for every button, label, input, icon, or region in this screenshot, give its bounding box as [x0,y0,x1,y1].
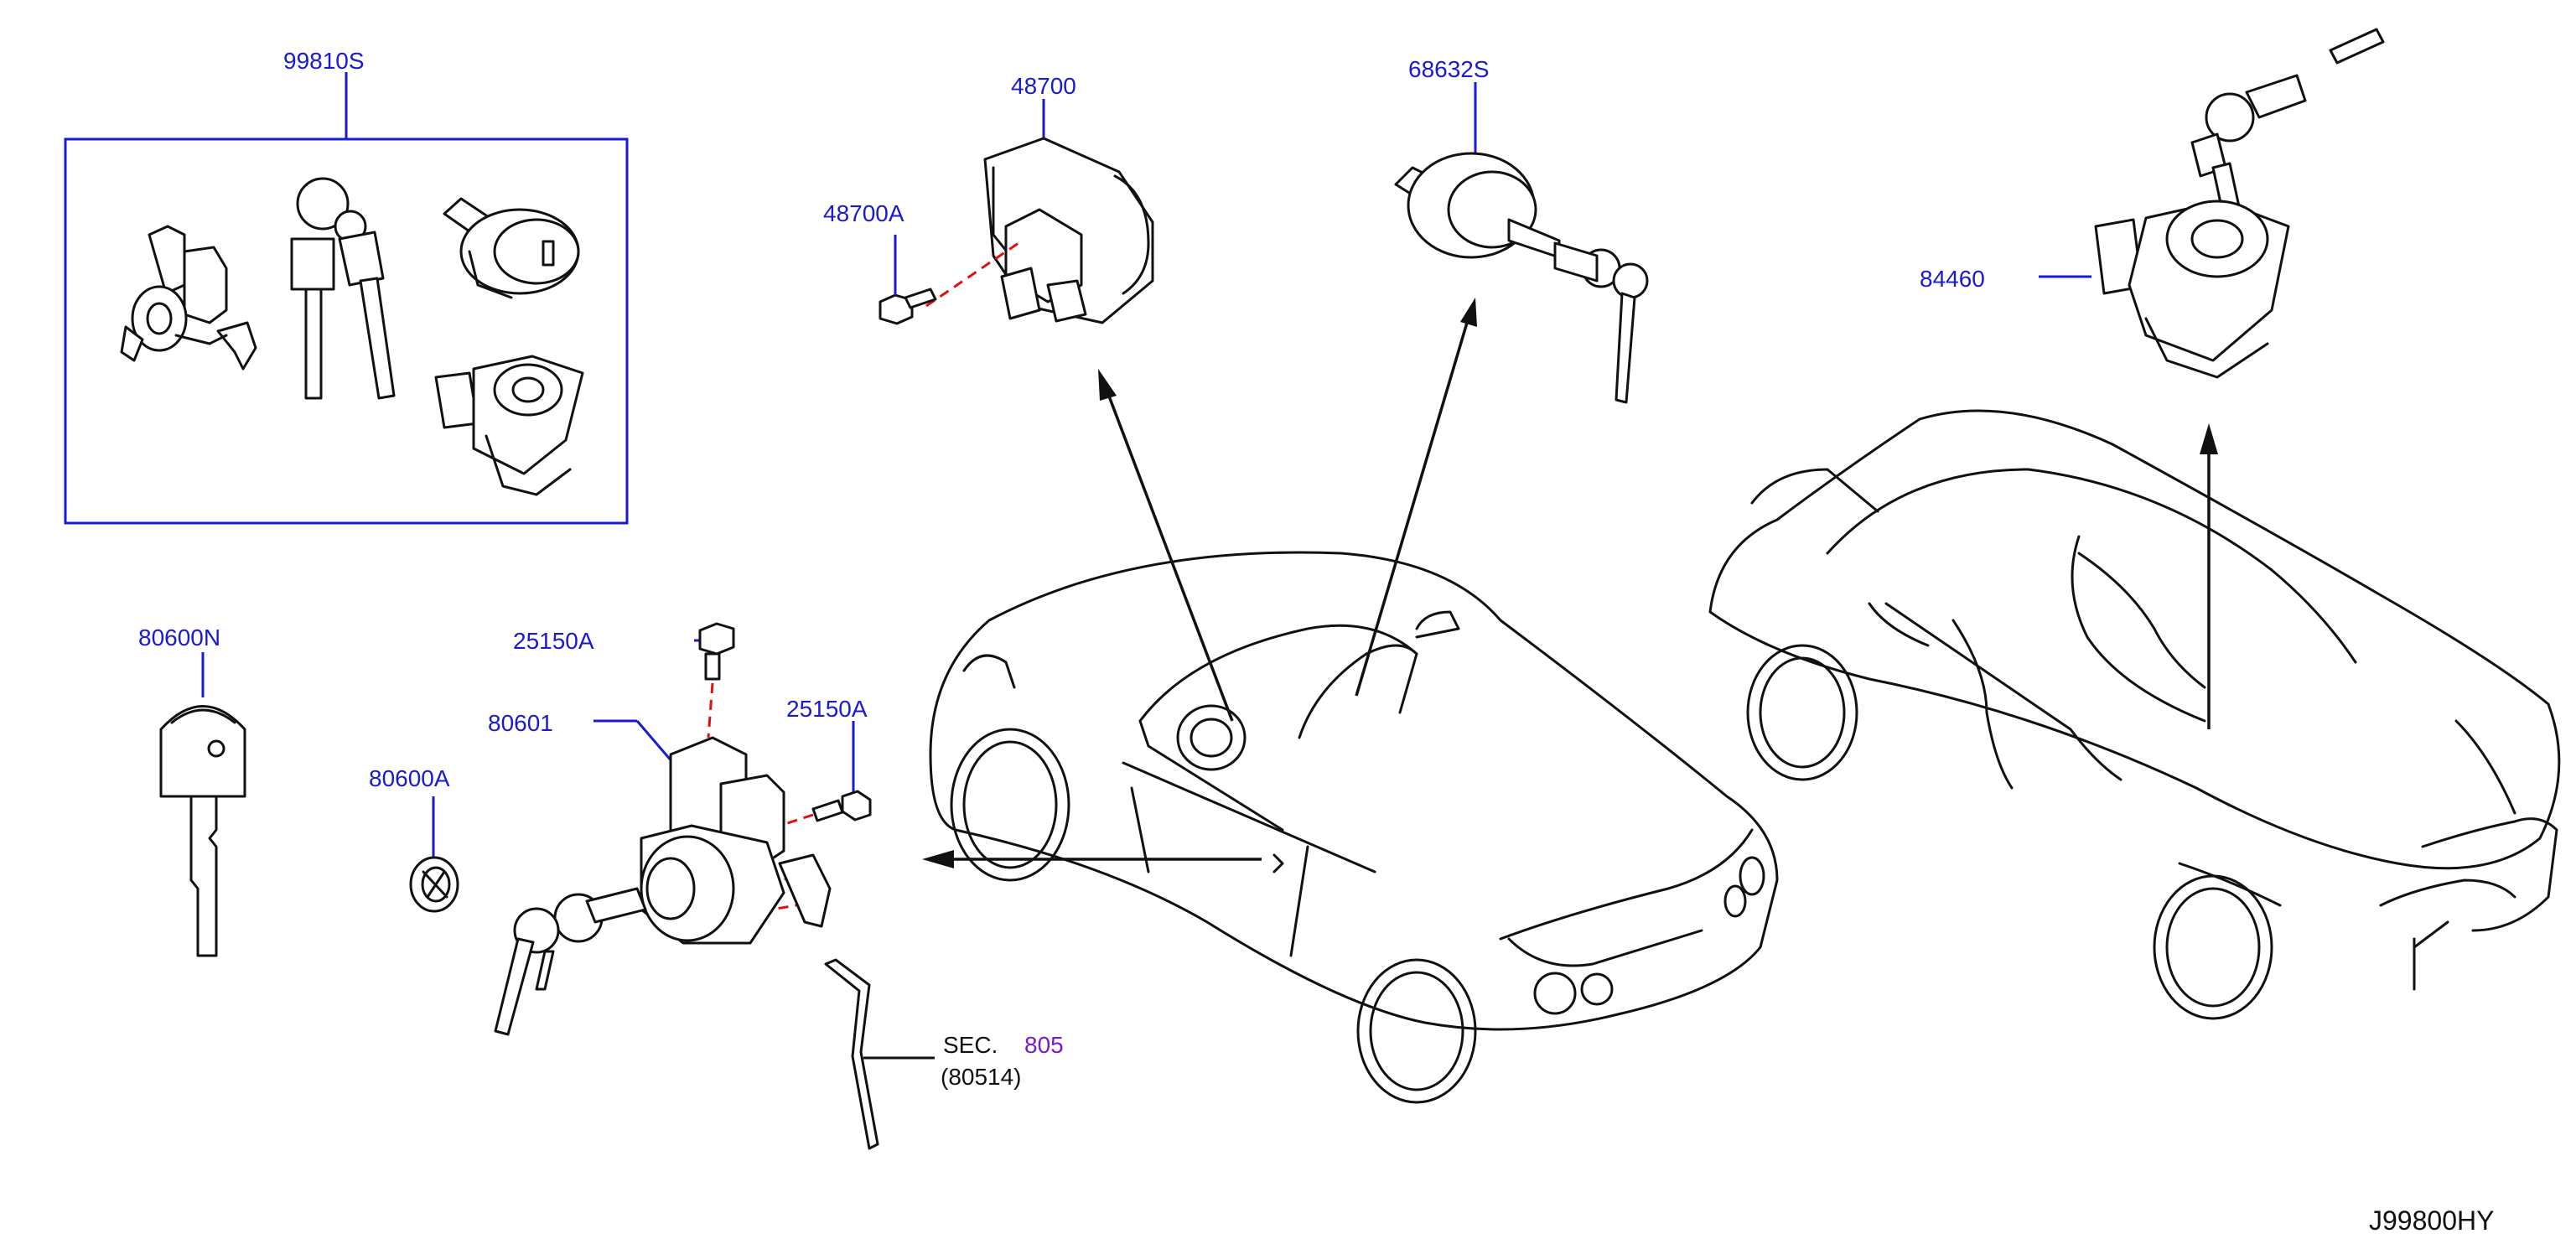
dashed-guide-right-bolt [779,813,814,827]
label-80601[interactable]: 80601 [488,710,553,736]
door-lock-assembly-icon [494,736,832,1036]
dashed-guide-48700 [925,241,1019,308]
rod-icon [824,958,879,1150]
key-80600n-group: 80600N [138,625,246,957]
label-80600a[interactable]: 80600A [369,765,450,791]
key-icon [159,705,246,957]
dashed-guide-top-bolt [707,682,714,739]
label-48700a[interactable]: 48700A [823,200,904,226]
kit-cylinder-icon [443,197,580,299]
label-25150a-right[interactable]: 25150A [786,696,868,722]
arrowhead-84460 [2200,423,2218,454]
bolt-25150a-right-icon [811,790,872,822]
label-sec-prefix: SEC. [943,1032,998,1058]
diagram-code: J99800HY [2369,1205,2494,1236]
kit-door-lock-icon [120,225,257,371]
link-sec-805[interactable]: 805 [1024,1032,1064,1058]
arrowhead-68632s [1460,298,1477,327]
callout-arrows [922,298,2218,868]
label-48700[interactable]: 48700 [1011,73,1076,99]
bolt-25150a-top-icon [698,622,735,681]
arrow-to-68632s [1355,322,1469,697]
label-sec-ref: (80514) [941,1064,1022,1090]
ignition-lock-84460-group: 84460 [1920,28,2385,379]
car-front-view-illustration [1708,409,2561,1020]
cap-icon [409,856,459,913]
ignition-switch-icon [983,137,1154,324]
cylinder-icon [1394,152,1649,404]
car-rear-view-illustration [929,551,1779,1104]
rod-section-ref-group: SEC. 805 (80514) [824,958,1064,1150]
cylinder-68632s-group: 68632S [1394,56,1649,404]
label-99810s[interactable]: 99810S [283,48,365,74]
kit-ignition-icon [434,355,584,496]
ignition-lock-icon [2094,28,2385,379]
arrow-to-48700 [1107,393,1234,722]
door-lock-80601-group: 25150A 80601 25150A [488,622,872,1036]
cap-80600a-group: 80600A [369,765,459,913]
label-84460[interactable]: 84460 [1920,266,1985,292]
label-25150a-top[interactable]: 25150A [513,628,594,654]
arrowhead-48700 [1098,369,1117,401]
label-68632s[interactable]: 68632S [1408,56,1490,82]
arrowhead-80601 [922,850,954,868]
switch-48700-group: 48700 48700A [823,73,1154,325]
label-80600n[interactable]: 80600N [138,625,220,651]
kit-99810s-group: 99810S [64,48,629,525]
kit-keys-icon [290,177,396,400]
